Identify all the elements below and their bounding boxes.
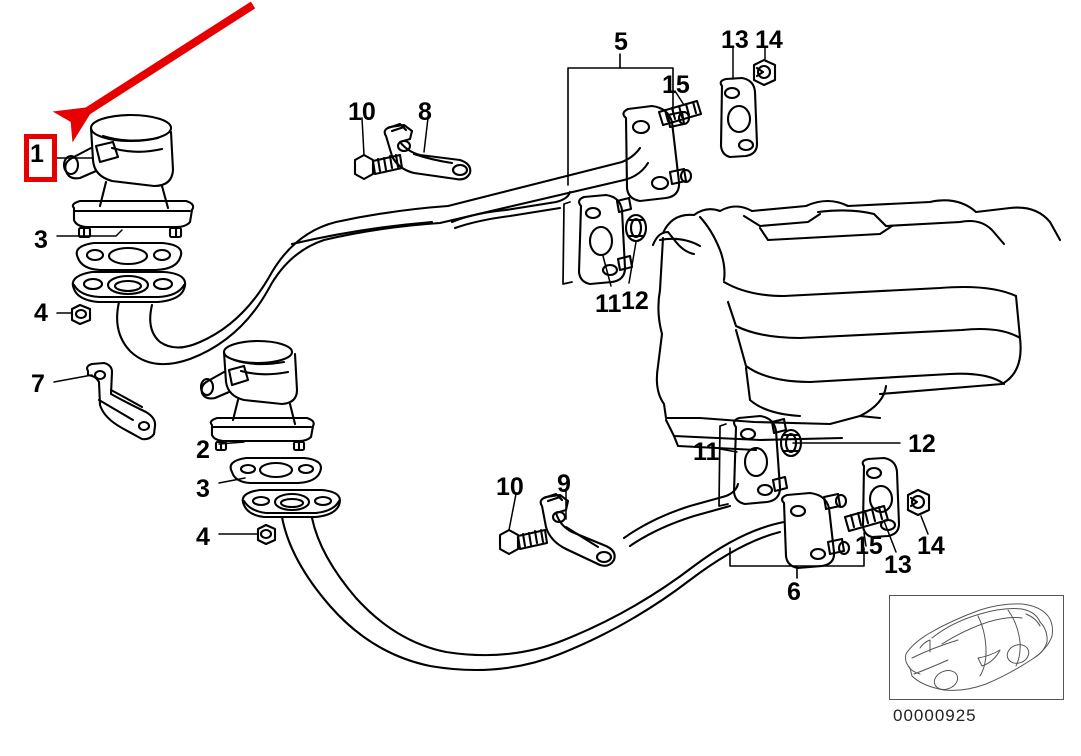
bracket-9-lower — [539, 492, 616, 567]
callout-3-upper: 3 — [34, 226, 48, 254]
callout-8: 8 — [418, 98, 432, 126]
callout-4-upper: 4 — [34, 299, 48, 327]
bracket-8-upper — [383, 122, 472, 181]
gasket-13-upper — [719, 76, 759, 159]
callout-7: 7 — [31, 370, 45, 398]
callout-15-lower: 15 — [855, 532, 883, 560]
air-valve-lower — [199, 339, 315, 452]
vehicle-inset-frame — [889, 595, 1064, 700]
washer-12-upper — [624, 213, 648, 243]
callout-2: 2 — [196, 436, 210, 464]
span-brackets — [567, 53, 865, 579]
callout-12-upper: 12 — [621, 287, 649, 315]
air-valve-upper — [62, 113, 195, 239]
leader-lines — [52, 46, 929, 553]
diagram-id-label: 00000925 — [893, 706, 977, 725]
callout-9: 9 — [557, 470, 571, 498]
callout-13-lower: 13 — [884, 551, 912, 579]
nut-lower-4 — [256, 523, 277, 546]
callout-12-lower: 12 — [908, 430, 936, 458]
vehicle-outline-icon — [905, 603, 1053, 691]
callout-11-upper: 11 — [595, 290, 622, 318]
callout-3-lower: 3 — [196, 475, 210, 503]
callout-14-lower: 14 — [917, 532, 945, 560]
connector-flange-11-lower — [718, 414, 789, 507]
callout-11-lower: 11 — [693, 438, 720, 466]
callout-14-upper: 14 — [755, 26, 783, 54]
callout-13-upper: 13 — [721, 26, 749, 54]
gasket-upper-3 — [75, 241, 183, 272]
callout-10-upper: 10 — [348, 98, 376, 126]
nut-14-upper — [752, 58, 777, 87]
bracket-7 — [86, 361, 157, 441]
callout-4-lower: 4 — [196, 523, 210, 551]
air-pipe-lower-6 — [280, 482, 786, 672]
air-pipe-upper-5 — [116, 146, 650, 366]
highlight-box-item-1 — [24, 134, 57, 182]
callout-10-lower: 10 — [496, 473, 524, 501]
callout-6: 6 — [787, 578, 801, 606]
nut-upper-4 — [70, 303, 92, 326]
gasket-lower-3 — [229, 456, 322, 485]
callout-15-upper: 15 — [662, 71, 690, 99]
gasket-13-lower — [861, 456, 901, 539]
callout-1: 1 — [30, 140, 44, 168]
attention-arrow — [52, 1, 256, 143]
callout-5: 5 — [614, 28, 628, 56]
nut-14-lower — [906, 488, 931, 517]
pipe-flange-lower — [241, 488, 341, 519]
pipe-flange-upper — [71, 270, 187, 304]
